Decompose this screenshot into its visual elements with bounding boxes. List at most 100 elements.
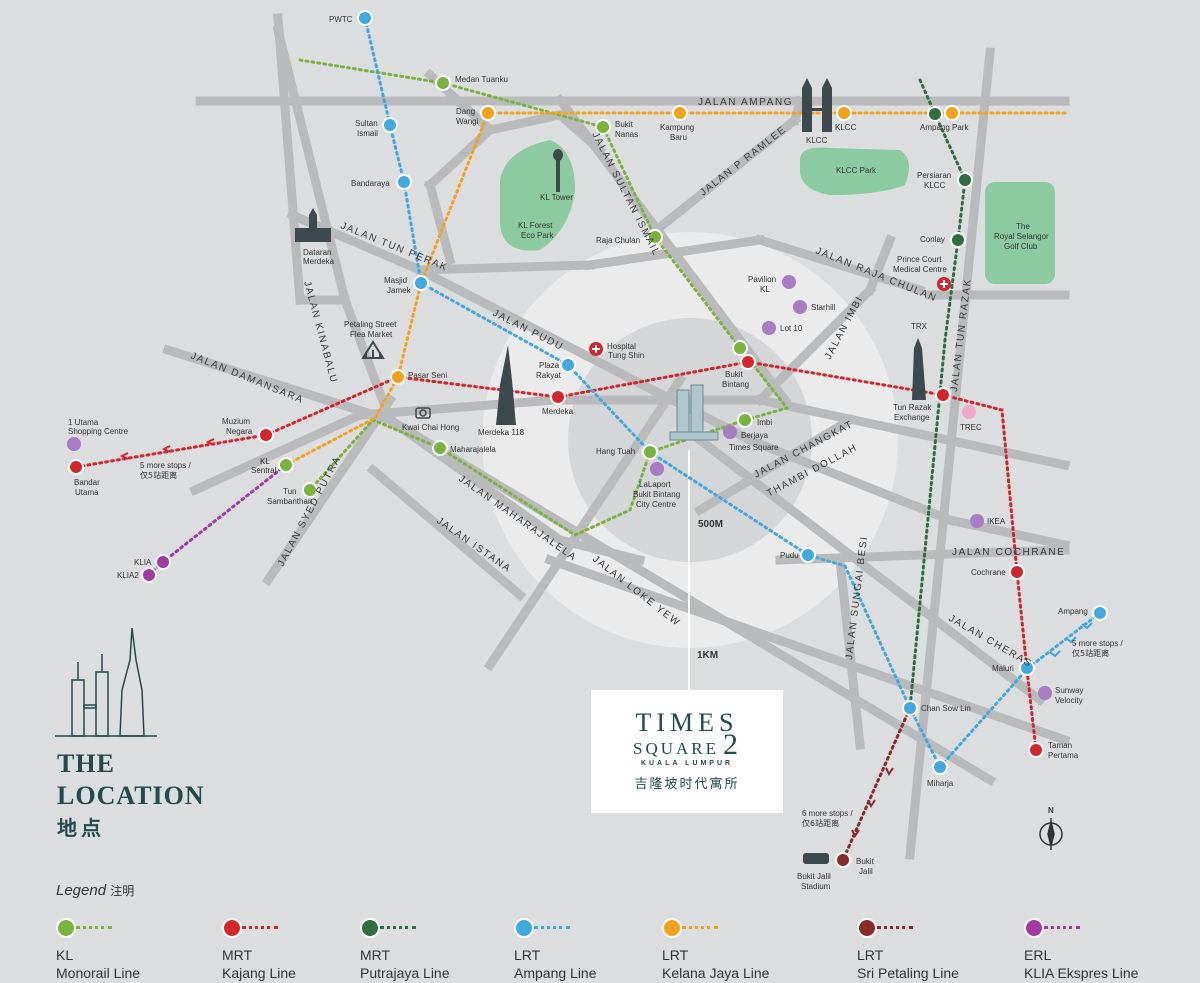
svg-text:Muzium: Muzium: [222, 417, 250, 426]
logo-number: 2: [723, 728, 741, 761]
station-markers[interactable]: [68, 10, 1108, 868]
svg-text:Pasar Seni: Pasar Seni: [408, 371, 447, 380]
svg-text:Prince Court: Prince Court: [897, 255, 942, 264]
svg-text:6 more stops /: 6 more stops /: [802, 809, 853, 818]
svg-text:The: The: [1016, 222, 1030, 231]
klcc-park: [800, 147, 909, 195]
svg-text:JALAN COCHRANE: JALAN COCHRANE: [952, 547, 1066, 558]
title-line-1: THE: [57, 749, 115, 778]
svg-text:Sambanthan: Sambanthan: [267, 497, 312, 506]
svg-text:KL Forest: KL Forest: [518, 221, 553, 230]
title-line-2: LOCATION: [57, 781, 205, 810]
svg-text:Stadium: Stadium: [801, 882, 831, 891]
trec-marker: [962, 405, 976, 419]
svg-text:Dataran: Dataran: [303, 248, 331, 257]
svg-text:KLCC Park: KLCC Park: [836, 166, 877, 175]
svg-text:Negara: Negara: [226, 427, 253, 436]
kl-skyline-icon: [55, 627, 157, 737]
svg-text:Maharajalela: Maharajalela: [450, 445, 496, 454]
svg-text:KL: KL: [760, 285, 770, 294]
svg-text:1 Utama: 1 Utama: [68, 418, 99, 427]
svg-text:Hang Tuah: Hang Tuah: [596, 447, 635, 456]
svg-text:Pertama: Pertama: [1048, 751, 1079, 760]
svg-text:Masjid: Masjid: [384, 276, 407, 285]
svg-text:Bukit: Bukit: [856, 857, 875, 866]
svg-text:Medan Tuanku: Medan Tuanku: [455, 75, 508, 84]
prince-court-hospital-icon: [937, 277, 951, 291]
stadium-icon: [803, 853, 829, 864]
svg-text:JALAN TUN PERAK: JALAN TUN PERAK: [339, 221, 450, 274]
svg-text:仅5站距离: 仅5站距离: [1072, 648, 1109, 658]
svg-text:Ismail: Ismail: [357, 129, 378, 138]
svg-text:TRX: TRX: [911, 322, 928, 331]
svg-text:Ampang Park: Ampang Park: [920, 123, 969, 132]
svg-text:Kwai Chai Hong: Kwai Chai Hong: [402, 423, 459, 432]
svg-text:Persiaran: Persiaran: [917, 171, 951, 180]
merdeka-118-icon: [496, 345, 516, 425]
svg-text:Tung Shin: Tung Shin: [608, 351, 644, 360]
svg-text:TREC: TREC: [960, 423, 982, 432]
logo-chinese: 吉隆坡时代寓所: [634, 777, 740, 792]
svg-text:Petaling Street: Petaling Street: [344, 320, 397, 329]
svg-text:Raja Chulan: Raja Chulan: [596, 236, 640, 245]
legend-title: Legend 注明: [56, 882, 135, 899]
svg-text:Wangi: Wangi: [456, 117, 479, 126]
kl-tower-icon: [553, 149, 563, 192]
title-chinese: 地点: [57, 816, 105, 840]
compass-label: N: [1048, 806, 1054, 815]
hospital-icon: [589, 342, 603, 356]
location-title: THE LOCATION 地点: [57, 748, 277, 844]
svg-text:Starhill: Starhill: [811, 303, 836, 312]
svg-text:Merdeka: Merdeka: [542, 407, 574, 416]
svg-text:LaLaport: LaLaport: [639, 480, 671, 489]
svg-text:Cochrane: Cochrane: [971, 568, 1006, 577]
svg-text:KLCC: KLCC: [835, 123, 857, 132]
svg-text:KLIA2: KLIA2: [117, 571, 139, 580]
svg-text:Bukit Jalil: Bukit Jalil: [797, 872, 831, 881]
svg-text:Conlay: Conlay: [920, 235, 945, 244]
svg-text:Tun Razak: Tun Razak: [893, 403, 932, 412]
svg-text:KLCC: KLCC: [806, 136, 828, 145]
mall-markers: [67, 275, 1052, 700]
svg-text:KLCC: KLCC: [924, 181, 946, 190]
svg-text:Pavilion: Pavilion: [748, 275, 776, 284]
times-square-2-building-icon: [669, 384, 719, 441]
svg-text:仅6站距离: 仅6站距离: [802, 818, 839, 828]
svg-text:Bukit Bintang: Bukit Bintang: [633, 490, 680, 499]
svg-text:Taman: Taman: [1048, 741, 1072, 750]
svg-text:JALAN DAMANSARA: JALAN DAMANSARA: [189, 351, 306, 407]
svg-text:JALAN P RAMLEE: JALAN P RAMLEE: [698, 124, 789, 198]
svg-text:Rakyat: Rakyat: [536, 371, 562, 380]
svg-text:Pudu: Pudu: [780, 551, 799, 560]
compass-icon: [1039, 818, 1063, 850]
svg-text:Plaza: Plaza: [539, 361, 560, 370]
direction-arrows: [119, 438, 1093, 838]
svg-text:Golf Club: Golf Club: [1004, 242, 1038, 251]
svg-text:City Centre: City Centre: [636, 500, 677, 509]
svg-text:Medical Centre: Medical Centre: [893, 265, 947, 274]
svg-text:Sultan: Sultan: [355, 119, 378, 128]
camera-icon: [415, 407, 431, 419]
svg-text:Miharja: Miharja: [927, 779, 954, 788]
station-labels: PWTC Medan Tuanku Dang Wangi Bukit Nanas…: [74, 15, 1088, 876]
svg-text:KLIA: KLIA: [134, 558, 152, 567]
svg-text:Hospital: Hospital: [607, 342, 636, 351]
svg-text:Merdeka: Merdeka: [303, 257, 335, 266]
logo-subtitle: KUALA LUMPUR: [640, 760, 734, 767]
svg-text:5 more stops /: 5 more stops /: [1072, 639, 1123, 648]
svg-text:Bandar: Bandar: [74, 478, 100, 487]
svg-text:Shopping Centre: Shopping Centre: [68, 427, 129, 436]
svg-text:Imbi: Imbi: [757, 418, 772, 427]
svg-text:IKEA: IKEA: [987, 517, 1006, 526]
svg-text:Bandaraya: Bandaraya: [351, 179, 390, 188]
svg-text:Exchange: Exchange: [894, 413, 930, 422]
svg-text:Velocity: Velocity: [1055, 696, 1083, 705]
petronas-towers-icon: [802, 78, 832, 132]
